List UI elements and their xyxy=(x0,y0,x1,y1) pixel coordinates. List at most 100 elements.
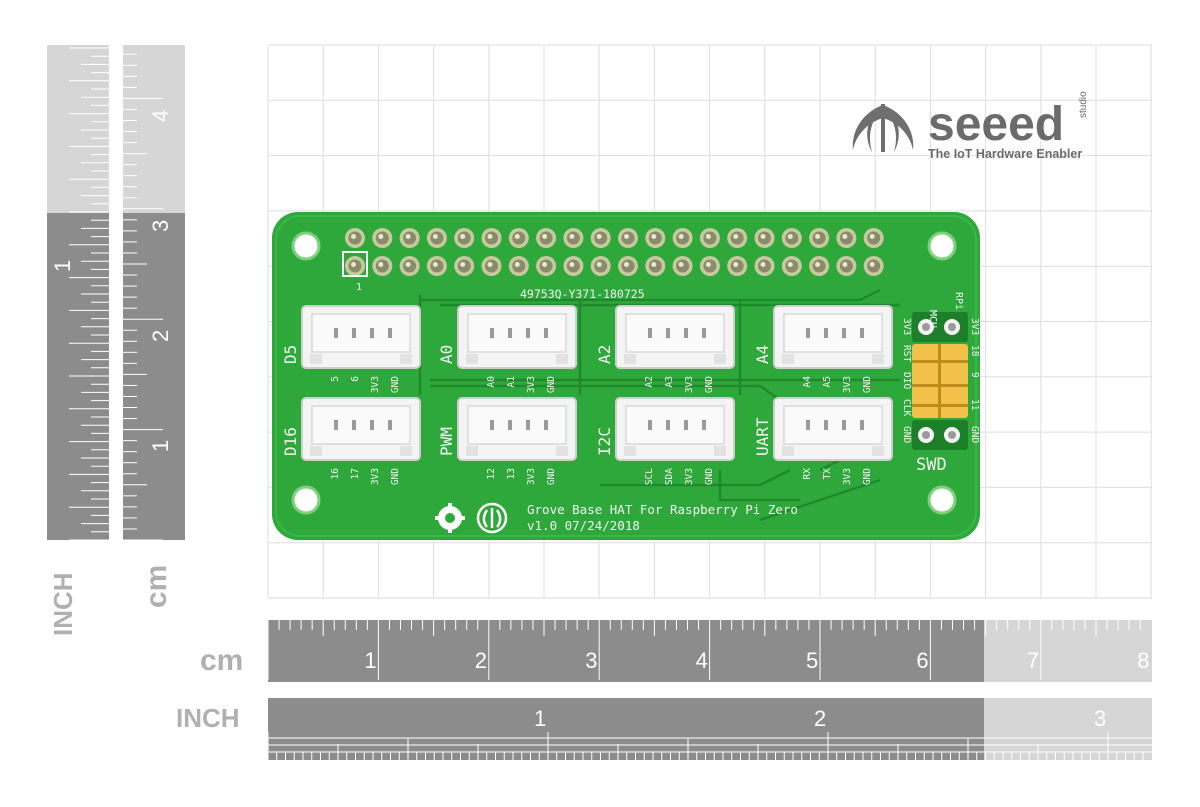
brand-sub: studio xyxy=(1078,91,1089,118)
grove-pin-label: SCL xyxy=(644,468,655,485)
vertical-cm-number-1: 1 xyxy=(148,440,173,452)
horizontal-cm-number: 7 xyxy=(1027,648,1039,673)
grove-connector-pwm: PWM 12 13 3V3 GND xyxy=(437,397,577,485)
swd-rpi-pin-label: 11 xyxy=(969,399,980,411)
vertical-cm-number-3: 3 xyxy=(148,220,173,232)
grove-pin-label: GND xyxy=(546,468,557,485)
horizontal-cm-number: 8 xyxy=(1137,648,1149,673)
vertical-inch-ruler: 1 xyxy=(47,45,109,541)
grove-pin-label: GND xyxy=(390,468,401,485)
grove-connector-name: A2 xyxy=(595,345,614,364)
brand-name: seeed xyxy=(928,98,1064,151)
swd-mcu-pin-label: GND xyxy=(901,426,912,443)
grove-pin-label: A4 xyxy=(802,376,813,388)
grove-pin-label: GND xyxy=(862,468,873,485)
grove-pin-label: 3V3 xyxy=(526,468,537,485)
grove-pin-label: GND xyxy=(546,376,557,393)
horizontal-cm-number: 3 xyxy=(585,648,597,673)
grove-connector-uart: UART RX TX 3V3 GND xyxy=(753,397,893,485)
vertical-cm-number-4: 4 xyxy=(148,110,173,122)
brand-tagline: The IoT Hardware Enabler xyxy=(928,147,1082,161)
grove-pin-label: 3V3 xyxy=(684,376,695,393)
horizontal-inch-ruler: 1 2 3 xyxy=(267,698,1152,760)
grove-connector-name: D5 xyxy=(281,345,300,364)
grove-connector-d16: D16 16 17 3V3 GND xyxy=(281,397,421,485)
grove-pin-label: 17 xyxy=(350,468,361,479)
grove-pin-label: 12 xyxy=(486,468,497,479)
board-title: Grove Base HAT For Raspberry Pi Zero xyxy=(527,502,798,517)
horizontal-cm-number: 6 xyxy=(916,648,928,673)
horizontal-inch-label: INCH xyxy=(176,703,240,733)
grove-pin-label: A2 xyxy=(644,376,655,387)
swd-rpi-pin-label: GND xyxy=(969,426,980,443)
swd-mcu-pin-label: DIO xyxy=(901,372,912,389)
swd-mcu-pin-label: CLK xyxy=(901,399,912,416)
seeed-flame-icon xyxy=(852,104,914,152)
gpio-header xyxy=(345,228,884,276)
grove-pin-label: SDA xyxy=(664,468,675,485)
swd-label: SWD xyxy=(916,455,947,475)
grove-connector-name: I2C xyxy=(595,427,614,456)
horizontal-inch-number: 2 xyxy=(814,706,826,731)
open-hardware-icon xyxy=(435,503,465,533)
swd-mcu-label: MCU xyxy=(927,310,938,328)
vertical-cm-ruler: 4 3 2 1 xyxy=(123,45,185,541)
grove-pin-label: A1 xyxy=(506,376,517,388)
swd-rpi-pin-label: 3V3 xyxy=(969,318,980,335)
grove-pin-label: 5 xyxy=(330,376,341,382)
grove-pin-label: 3V3 xyxy=(526,376,537,393)
vertical-inch-label: INCH xyxy=(48,572,78,636)
vertical-inch-number-1: 1 xyxy=(50,260,75,272)
board-serial: 49753Q-Y371-180725 xyxy=(520,287,645,301)
horizontal-inch-number: 1 xyxy=(534,706,546,731)
grove-pin-label: A0 xyxy=(486,376,497,388)
grove-pin-label: GND xyxy=(704,376,715,393)
horizontal-cm-number: 2 xyxy=(475,648,487,673)
grove-connector-name: A0 xyxy=(437,345,456,364)
horizontal-inch-number: 3 xyxy=(1094,706,1106,731)
grove-pin-label: TX xyxy=(822,468,833,480)
board-version: v1.0 07/24/2018 xyxy=(527,518,640,533)
swd-rpi-pin-label: 9 xyxy=(969,372,980,378)
swd-mcu-pin-label: RST xyxy=(901,345,912,362)
mounting-holes xyxy=(291,231,957,515)
grove-pin-label: 13 xyxy=(506,468,517,479)
grove-pin-label: 3V3 xyxy=(370,468,381,485)
grove-pin-label: 6 xyxy=(350,376,361,382)
pin1-marker xyxy=(342,251,368,277)
grove-pin-label: 3V3 xyxy=(842,468,853,485)
grove-pin-label: GND xyxy=(390,376,401,393)
grove-connector-name: UART xyxy=(753,417,772,456)
grove-pin-label: 3V3 xyxy=(684,468,695,485)
grove-pin-label: GND xyxy=(704,468,715,485)
horizontal-cm-number: 1 xyxy=(364,648,376,673)
grove-connector-i2c: I2C SCL SDA 3V3 GND xyxy=(595,397,735,485)
grove-connector-d5: D5 5 6 3V3 GND xyxy=(281,305,421,393)
grove-pin-label: 16 xyxy=(330,468,341,480)
swd-mcu-pin-label: 3V3 xyxy=(901,318,912,335)
pin1-label: 1 xyxy=(356,282,362,293)
horizontal-cm-number: 5 xyxy=(806,648,818,673)
seeed-board-logo-icon xyxy=(476,502,508,534)
grove-pin-label: GND xyxy=(862,376,873,393)
grove-pin-label: 3V3 xyxy=(370,376,381,393)
swd-rpi-pin-label: 18 xyxy=(969,345,980,357)
grove-connector-name: PWM xyxy=(437,427,456,456)
grove-connector-name: A4 xyxy=(753,345,772,364)
horizontal-cm-label: cm xyxy=(200,644,243,677)
vertical-cm-number-2: 2 xyxy=(148,330,173,342)
grove-pin-label: RX xyxy=(802,468,813,480)
grove-pin-label: 3V3 xyxy=(842,376,853,393)
grove-connector-name: D16 xyxy=(281,427,300,456)
swd-rpi-label: RPi xyxy=(953,292,964,310)
seeed-logo: seeed studio The IoT Hardware Enabler xyxy=(852,91,1089,161)
vertical-cm-label: cm xyxy=(140,565,173,608)
